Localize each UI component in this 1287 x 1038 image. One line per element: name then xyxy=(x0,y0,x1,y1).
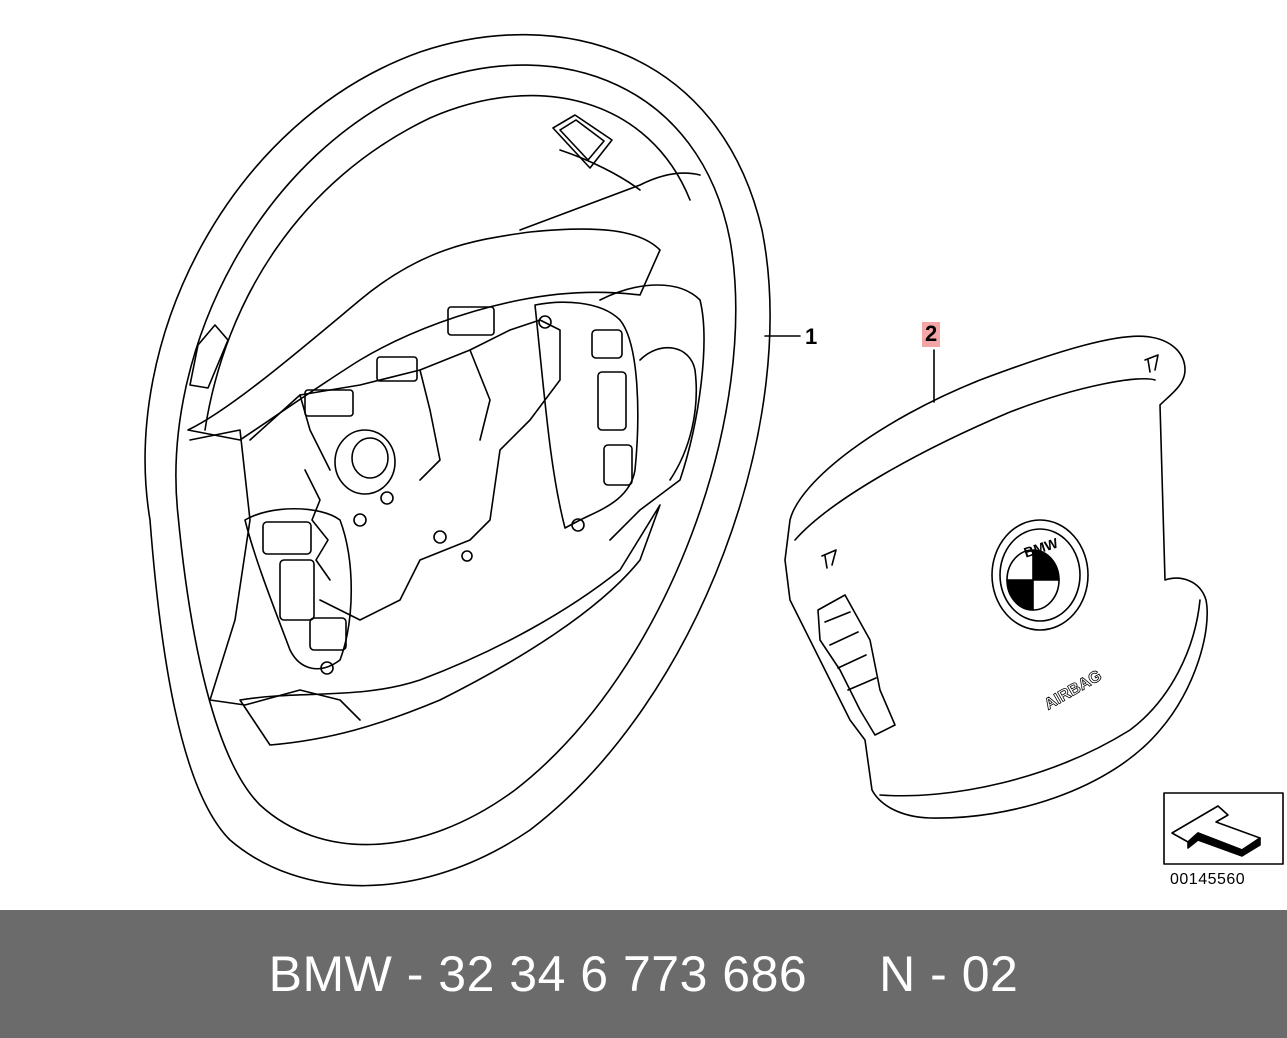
bolt xyxy=(461,550,473,562)
airbag-label: AIRBAG xyxy=(1042,667,1105,713)
left-switch-button[interactable] xyxy=(279,559,315,621)
left-switch-button[interactable] xyxy=(309,617,347,651)
orientation-arrow-shadow xyxy=(1187,832,1261,857)
lower-spoke xyxy=(239,504,661,746)
part-number-text: BMW - 32 34 6 773 686 N - 02 xyxy=(268,946,1019,1002)
top-rim-badge-inner xyxy=(559,119,605,161)
wheel-rim-seam xyxy=(204,94,691,431)
steering-wheel xyxy=(144,33,801,887)
connector-left xyxy=(304,389,354,417)
right-switch-button[interactable] xyxy=(591,329,623,359)
airbag-cover-lower-edge xyxy=(879,599,1201,797)
diagram-id: 00145560 xyxy=(1170,871,1246,888)
bolt xyxy=(433,530,447,544)
airbag-cover-outline xyxy=(784,335,1208,819)
orientation-arrow-box xyxy=(1163,792,1284,865)
horn-icon xyxy=(1144,354,1159,373)
part-number-banner: BMW - 32 34 6 773 686 N - 02 xyxy=(0,910,1287,1038)
upper-left-spoke xyxy=(187,228,661,441)
pod-screw xyxy=(571,518,585,532)
left-switch-button[interactable] xyxy=(262,521,312,555)
bolt xyxy=(380,491,394,505)
upper-right-spoke xyxy=(519,149,701,231)
bmw-roundel-fill xyxy=(1033,550,1059,580)
airbag-mount-bracket xyxy=(817,594,896,736)
wheel-rim-outer xyxy=(144,33,771,887)
callout-label-1: 1 xyxy=(805,324,818,349)
hub-boss xyxy=(334,429,396,495)
pod-screw xyxy=(538,315,552,329)
right-spoke-shade xyxy=(639,346,698,481)
left-switch-pod xyxy=(244,508,352,670)
hub-frame xyxy=(249,319,561,621)
exploded-parts-drawing: BMW AIRBAG xyxy=(144,33,1284,887)
hub-boss-inner xyxy=(351,437,389,479)
connector-mid xyxy=(376,356,418,382)
bmw-roundel-outer xyxy=(991,519,1089,631)
hub-frame-detail xyxy=(299,349,491,481)
right-switch-button[interactable] xyxy=(603,444,633,486)
top-rim-badge xyxy=(552,114,613,169)
connector-top xyxy=(447,306,495,336)
left-rim-badge xyxy=(189,324,229,389)
left-spoke-pad xyxy=(189,429,361,721)
airbag-mount-bracket-detail xyxy=(824,611,877,691)
airbag-module: BMW AIRBAG xyxy=(784,335,1208,819)
bmw-roundel-ring xyxy=(999,528,1081,622)
pod-screw xyxy=(320,661,334,675)
callout-label-2: 2 xyxy=(922,322,941,347)
airbag-cover-face xyxy=(794,377,1156,541)
bmw-roundel-fill xyxy=(1007,580,1033,610)
right-switch-button[interactable] xyxy=(597,371,627,431)
connector-coil xyxy=(304,469,331,581)
horn-icon xyxy=(821,549,837,569)
bolt xyxy=(353,513,367,527)
right-spoke-pad xyxy=(599,284,705,541)
wheel-rim-inner-edge xyxy=(175,64,737,846)
